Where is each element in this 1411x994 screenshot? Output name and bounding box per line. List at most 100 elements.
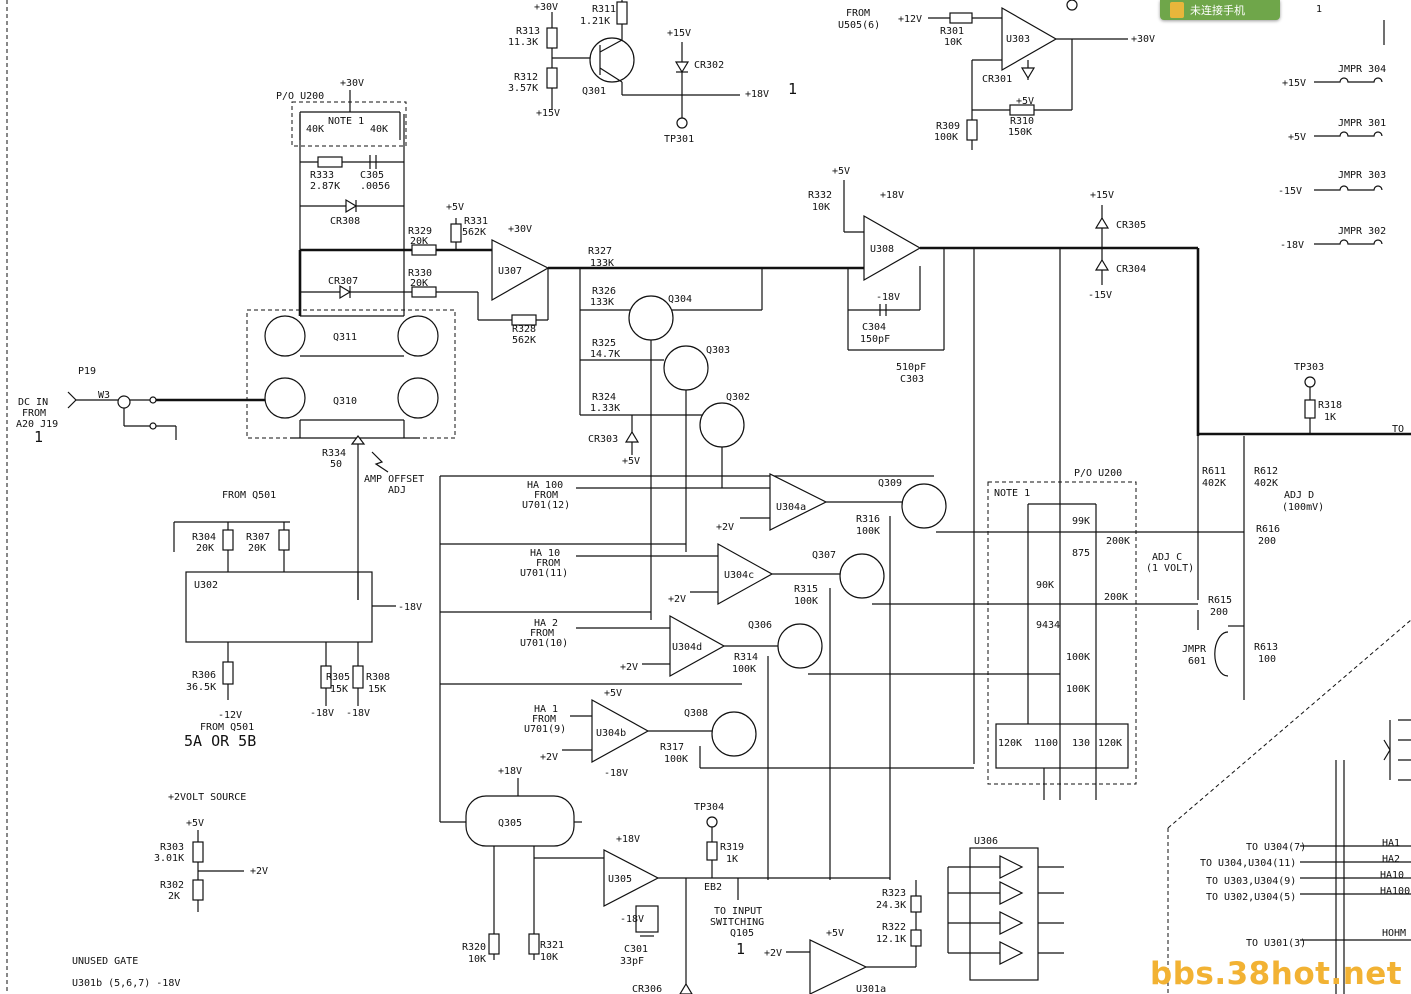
label-5v-u304b: +5V [604,688,622,699]
label-r613: R613 [1254,642,1278,653]
label-m18v-r305: -18V [310,708,334,719]
label-to-u304-11: TO U304,U304(11) [1200,858,1296,869]
label-40k-right: 40K [370,124,388,135]
label-r327-value: 133K [590,258,614,269]
label-u301b: U301b (5,6,7) -18V [72,978,180,989]
label-q306: Q306 [748,620,772,631]
label-r301-value: 10K [944,37,962,48]
label-adj-c-value: (1 VOLT) [1146,563,1194,574]
label-1100: 1100 [1034,738,1058,749]
site-watermark: bbs.38hot.net [1150,956,1403,992]
label-cr308: CR308 [330,216,360,227]
label-r321: R321 [540,940,564,951]
label-tp303: TP303 [1294,362,1324,373]
label-q310: Q310 [333,396,357,407]
label-c304: C304 [862,322,886,333]
label-5v-u301a: +5V [826,928,844,939]
label-2v-u301a: +2V [764,948,782,959]
connect-phone-button[interactable]: 未连接手机 [1160,0,1280,20]
label-ha2-from: FROM [530,628,554,639]
label-m12v: -12V [218,710,242,721]
label-ha100-right: HA100 [1380,886,1410,897]
label-pu200-top: P/O U200 [276,91,324,102]
label-r315-value: 100K [794,596,818,607]
label-m18v-u308: -18V [876,292,900,303]
label-to-u301-3: TO U301(3) [1246,938,1306,949]
label-30v-out: +30V [1131,34,1155,45]
label-r322-value: 12.1K [876,934,906,945]
label-r612: R612 [1254,466,1278,477]
label-130: 130 [1072,738,1090,749]
label-q307: Q307 [812,550,836,561]
label-w3: W3 [98,390,110,401]
label-r311-value: 1.21K [580,16,610,27]
label-jmpr-m18v: -18V [1280,240,1304,251]
label-to-input: TO INPUT [714,906,762,917]
label-sheet-1-bottom: 1 [736,940,745,958]
label-r309-value: 100K [934,132,958,143]
label-to-right: TO [1392,424,1404,435]
label-jmpr-15v: +15V [1282,78,1306,89]
label-r312-value: 3.57K [508,83,538,94]
label-r616: R616 [1256,524,1280,535]
label-5v-cr303: +5V [622,456,640,467]
label-r317-value: 100K [664,754,688,765]
label-cr303: CR303 [588,434,618,445]
label-cr307: CR307 [328,276,358,287]
label-r307-value: 20K [248,543,266,554]
label-r306: R306 [192,670,216,681]
label-q302: Q302 [726,392,750,403]
label-jmpr303: JMPR 303 [1338,170,1386,181]
label-ha100-from: FROM [534,490,558,501]
label-r315: R315 [794,584,818,595]
label-5v-source: +5V [186,818,204,829]
label-875: 875 [1072,548,1090,559]
label-r302-value: 2K [168,891,180,902]
label-r322: R322 [882,922,906,933]
label-ha1-right: HA1 [1382,838,1400,849]
label-tp304: TP304 [694,802,724,813]
label-note1-mid: NOTE 1 [994,488,1030,499]
label-r303: R303 [160,842,184,853]
label-m18v-u302: -18V [398,602,422,613]
label-30v-u307: +30V [508,224,532,235]
u304d-opamp [669,614,726,678]
u307-opamp [491,239,550,302]
label-u304c: U304c [724,570,754,581]
label-ha10-from: FROM [536,558,560,569]
label-18v-q305: +18V [498,766,522,777]
label-r612-value: 402K [1254,478,1278,489]
label-adj-d: ADJ D [1284,490,1314,501]
label-r328: R328 [512,324,536,335]
label-u301a: U301a [856,984,886,994]
label-jmpr601-number: 601 [1188,656,1206,667]
label-q303: Q303 [706,345,730,356]
label-cr301: CR301 [982,74,1012,85]
label-r330: R330 [408,268,432,279]
label-u306: U306 [974,836,998,847]
label-r308: R308 [366,672,390,683]
label-cr304: CR304 [1116,264,1146,275]
label-sheet-1-left: 1 [34,428,43,446]
label-m15v-cr304: -15V [1088,290,1112,301]
label-adj-c: ADJ C [1152,552,1182,563]
label-30v-top: +30V [534,2,558,13]
label-note1-top: NOTE 1 [328,116,364,127]
label-99k: 99K [1072,516,1090,527]
label-18v-q301: +18V [745,89,769,100]
label-r615: R615 [1208,595,1232,606]
label-q308: Q308 [684,708,708,719]
label-r307: R307 [246,532,270,543]
label-120k-right: 120K [1098,738,1122,749]
label-r301: R301 [940,26,964,37]
label-5a-or-5b: 5A OR 5B [184,732,256,750]
label-18v-u305: +18V [616,834,640,845]
label-r302: R302 [160,880,184,891]
label-m18v-u304b: -18V [604,768,628,779]
label-to-u302-5: TO U302,U304(5) [1206,892,1296,903]
label-r328-value: 562K [512,335,536,346]
label-r325: R325 [592,338,616,349]
u306-package [969,847,1039,981]
label-30v-top-box: +30V [340,78,364,89]
